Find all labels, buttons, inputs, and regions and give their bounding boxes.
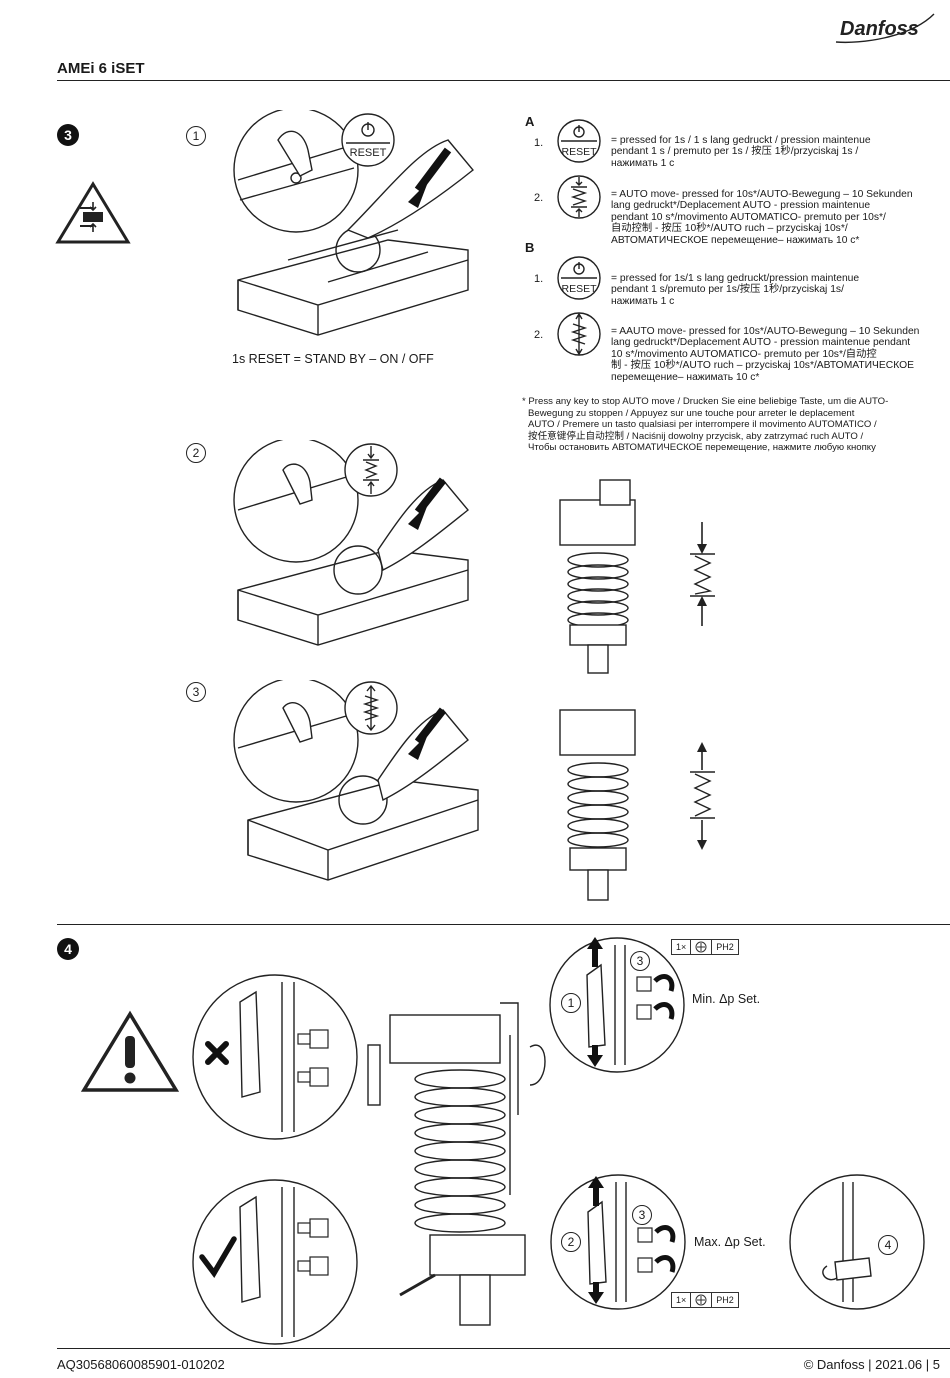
auto-move-icon — [555, 174, 603, 225]
locking-detail — [787, 1172, 927, 1317]
substep-1-number: 1 — [186, 126, 206, 146]
actuator-assembly-illustration — [360, 995, 560, 1340]
group-a-label: A — [525, 114, 535, 129]
hand-crush-warning-icon — [55, 180, 131, 251]
min-setting-detail — [547, 935, 687, 1080]
group-a-item-1-text: = pressed for 1s / 1 s lang gedruckt / p… — [611, 135, 871, 169]
step-3-badge: 3 — [57, 124, 79, 146]
group-b-item-2-text: = AAUTO move- pressed for 10s*/AUTO-Bewe… — [611, 326, 920, 383]
document-code: AQ30568060085901-010202 — [57, 1357, 225, 1372]
max-dp-label: Max. Δp Set. — [694, 1235, 766, 1249]
reset-caption: 1s RESET = STAND BY – ON / OFF — [232, 352, 434, 366]
page-title: AMEi 6 iSET — [57, 60, 145, 77]
footer-rule — [57, 1348, 950, 1349]
correct-setup-detail — [190, 1177, 360, 1352]
callout-4: 4 — [878, 1235, 898, 1255]
phillips-screw-icon — [691, 1293, 713, 1307]
illustration-auto-move-alt — [228, 677, 488, 900]
group-b-item-1-text: = pressed for 1s/1 s lang gedruckt/press… — [611, 273, 860, 307]
substep-2-number: 2 — [186, 443, 206, 463]
step-4-badge: 4 — [57, 938, 79, 960]
danfoss-logo: Danfoss — [830, 8, 940, 48]
group-a-item-2-number: 2. — [534, 192, 544, 204]
svg-text:RESET: RESET — [561, 283, 597, 295]
min-dp-label: Min. Δp Set. — [692, 992, 761, 1006]
group-a-item-2-text: = AUTO move- pressed for 10s*/AUTO-Beweg… — [611, 189, 913, 246]
actuator-retract-illustration — [540, 470, 740, 685]
section-rule — [57, 924, 950, 925]
actuator-extend-illustration — [540, 690, 740, 915]
callout-3-max: 3 — [632, 1205, 652, 1225]
reset-icon: RESET — [555, 255, 603, 306]
screwdriver-spec-min: 1× PH2 — [671, 939, 739, 955]
reset-button-label: RESET — [350, 147, 387, 159]
phillips-screw-icon — [691, 940, 713, 954]
group-a-item-1-number: 1. — [534, 137, 544, 149]
callout-3-min: 3 — [630, 951, 650, 971]
illustration-auto-move-press — [228, 437, 488, 670]
logo-wordmark: Danfoss — [840, 18, 919, 40]
max-setting-detail — [548, 1172, 688, 1317]
callout-1: 1 — [561, 993, 581, 1013]
group-b-label: B — [525, 240, 535, 255]
callout-2: 2 — [561, 1232, 581, 1252]
screwdriver-spec-max: 1× PH2 — [671, 1292, 739, 1308]
substep-3-number: 3 — [186, 682, 206, 702]
stop-auto-move-note: * Press any key to stop AUTO move / Druc… — [522, 396, 889, 454]
reset-icon: RESET — [555, 118, 603, 169]
header-rule — [57, 80, 950, 81]
general-warning-icon — [80, 1010, 180, 1099]
svg-text:RESET: RESET — [561, 146, 597, 158]
group-b-item-1-number: 1. — [534, 273, 544, 285]
auto-move-icon — [555, 311, 603, 362]
group-b-item-2-number: 2. — [534, 329, 544, 341]
illustration-press-reset: RESET — [228, 107, 488, 347]
cross-icon — [205, 1041, 229, 1065]
copyright: © Danfoss | 2021.06 | 5 — [803, 1357, 940, 1372]
wrong-setup-detail — [190, 972, 360, 1147]
check-icon — [199, 1236, 237, 1278]
